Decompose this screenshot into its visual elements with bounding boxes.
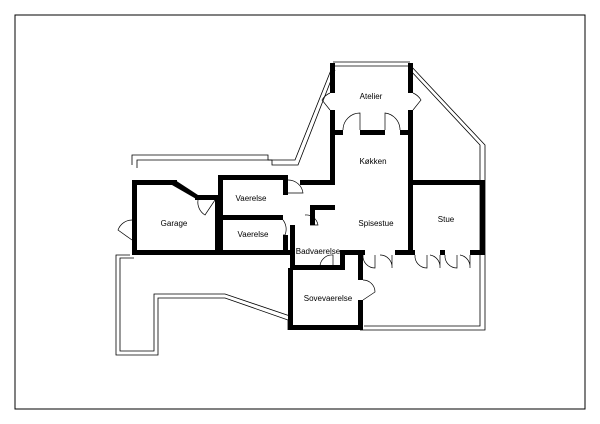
room-label-sovevaerelse: Sovevaerelse	[304, 294, 353, 303]
drawing-border	[14, 14, 586, 410]
terrace-outline	[115, 61, 486, 356]
room-label-spisestue: Spisestue	[358, 219, 394, 228]
room-label-vaerelse-1: Vaerelse	[236, 194, 268, 203]
room-label-stue: Stue	[438, 215, 455, 224]
room-label-garage: Garage	[161, 219, 188, 228]
room-label-vaerelse-2: Vaerelse	[238, 230, 270, 239]
walls	[132, 63, 485, 330]
room-label-atelier: Atelier	[360, 92, 383, 101]
room-label-kokken: Køkken	[359, 157, 386, 166]
doors	[117, 92, 471, 301]
room-label-badvaerelse: Badvaerelse	[296, 247, 341, 256]
